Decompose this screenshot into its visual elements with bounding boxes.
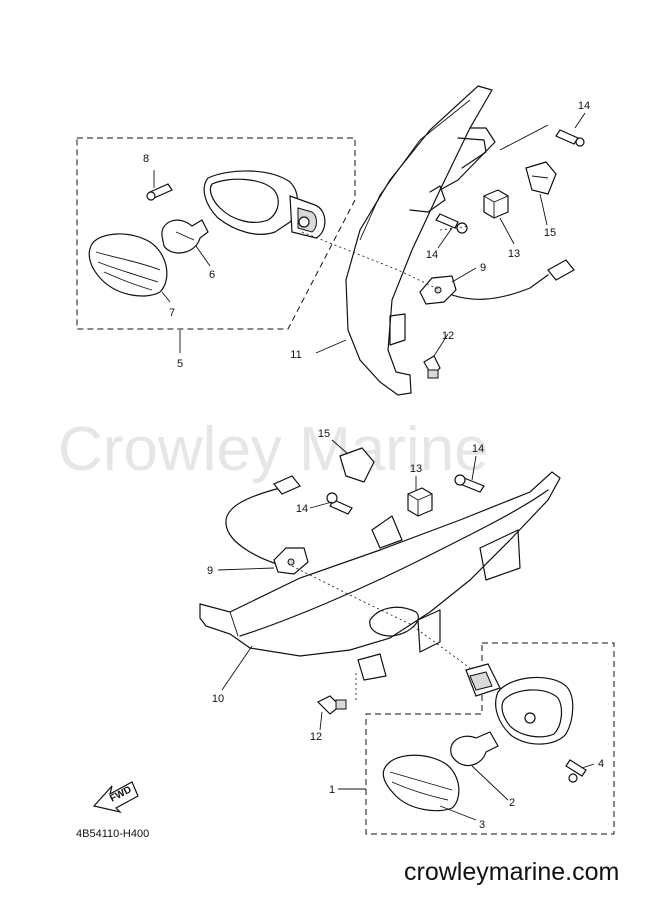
diagram-code: 4B54110-H400: [76, 828, 149, 840]
callout-14a-top: 14: [578, 100, 590, 112]
wire-top: [439, 274, 549, 300]
lens-top[interactable]: [88, 233, 168, 297]
leaders-bottom: [217, 439, 595, 821]
side-cowling-right[interactable]: [199, 471, 561, 681]
wire-bottom: [225, 487, 291, 569]
callout-12-bottom: 12: [310, 731, 322, 743]
callout-5-top: 5: [177, 358, 183, 370]
clip-bottom-12[interactable]: [316, 695, 347, 715]
screw-8[interactable]: [146, 183, 173, 201]
clip-top-15[interactable]: [525, 161, 557, 195]
callout-3-bottom: 3: [479, 819, 485, 831]
callout-4-bottom: 4: [598, 758, 604, 770]
assembly-box-1: [365, 642, 615, 835]
callout-13-top: 13: [508, 248, 520, 260]
callout-10-bottom: 10: [212, 693, 224, 705]
callout-14b-top: 14: [426, 249, 438, 261]
connector-bottom[interactable]: [273, 475, 301, 495]
clip-bottom-15[interactable]: [339, 447, 375, 483]
footer-url[interactable]: crowleymarine.com: [404, 858, 620, 886]
turn-signal-housing-bottom[interactable]: [465, 663, 574, 745]
callout-6-top: 6: [209, 269, 215, 281]
callout-14b-bottom: 14: [296, 503, 308, 515]
block-bottom-13[interactable]: [407, 487, 433, 517]
callout-15-bottom: 15: [318, 428, 330, 440]
callout-14a-bottom: 14: [472, 443, 484, 455]
fwd-arrow-icon: FWD: [92, 781, 139, 814]
bulb-bottom[interactable]: [450, 731, 499, 767]
grommet-top-9[interactable]: [419, 275, 457, 305]
screw-4[interactable]: [565, 759, 587, 783]
callout-7-top: 7: [169, 307, 175, 319]
assembly-box-5: [76, 137, 356, 330]
screw-top-14a[interactable]: [555, 129, 585, 147]
callout-2-bottom: 2: [509, 797, 515, 809]
connector-top[interactable]: [547, 259, 575, 281]
screw-bottom-14b[interactable]: [326, 492, 353, 515]
callout-9-bottom: 9: [207, 565, 213, 577]
bulb-top[interactable]: [161, 219, 209, 254]
callout-11-top: 11: [290, 349, 301, 361]
callout-15-top: 15: [544, 227, 556, 239]
block-top-13[interactable]: [483, 189, 509, 219]
callout-9-top: 9: [480, 262, 486, 274]
clip-top-12[interactable]: [423, 355, 441, 379]
screw-bottom-14a[interactable]: [454, 474, 485, 493]
callout-12-top: 12: [442, 330, 454, 342]
callout-1-bottom: 1: [329, 784, 335, 796]
lens-bottom[interactable]: [382, 754, 460, 812]
turn-signal-housing-top[interactable]: [203, 170, 326, 239]
side-cowling-left[interactable]: [345, 85, 496, 396]
watermark-text: Crowley Marine: [58, 415, 489, 484]
callout-13-bottom: 13: [410, 463, 422, 475]
leaders-top: [153, 112, 586, 357]
callout-8-top: 8: [143, 153, 149, 165]
align-line-top-2: [439, 225, 471, 231]
grommet-bottom-9[interactable]: [273, 547, 309, 575]
